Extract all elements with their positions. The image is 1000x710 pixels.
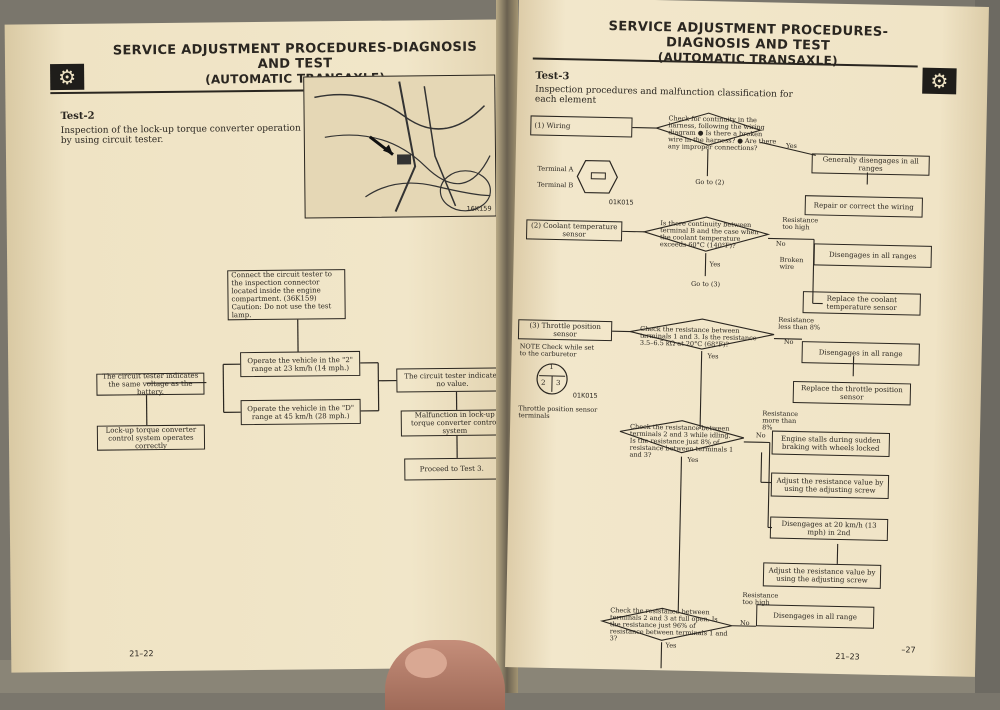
sensor-digit-3: 3 (556, 380, 561, 387)
throttle-no-2: No (756, 432, 766, 439)
wiring-goto: Go to (2) (695, 179, 724, 187)
coolant-yes: Yes (709, 261, 720, 268)
throttle-adjust2: Adjust the resistance value by using the… (763, 562, 881, 588)
throttle-yes: Yes (708, 353, 719, 360)
wiring-fig: 01K015 (609, 199, 634, 207)
throttle-more: Resistance more than 8% (762, 410, 804, 432)
throttle-no-3: No (740, 620, 750, 627)
coolant-label: (2) Coolant temperature sensor (526, 219, 622, 241)
wiring-yes: Yes (786, 143, 797, 150)
left-page-number: 21–22 (129, 649, 153, 658)
terminal-b-label: Terminal B (537, 182, 573, 190)
flow-operate-d: Operate the vehicle in the "D" range at … (241, 399, 361, 425)
throttle-label: (3) Throttle position sensor (518, 319, 612, 341)
flow-same-voltage: The circuit tester indicates the same vo… (96, 373, 204, 396)
throttle-less: Resistance less than 8% (778, 317, 820, 332)
throttle-check3: Check the resistance between terminals 2… (610, 607, 729, 644)
right-page: SERVICE ADJUSTMENT PROCEDURES-DIAGNOSIS … (505, 0, 989, 677)
sensor-digit-2: 2 (541, 380, 546, 387)
coolant-disengages: Disengages in all ranges (814, 243, 932, 267)
throttle-no: No (784, 339, 794, 346)
throttle-stalls: Engine stalls during sudden braking with… (772, 431, 890, 457)
wiring-check: Check for continuity in the harness, fol… (668, 115, 779, 152)
throttle-adjust1: Adjust the resistance value by using the… (771, 473, 889, 499)
flow-proceed: Proceed to Test 3. (404, 457, 499, 480)
throttle-replace: Replace the throttle position sensor (793, 381, 911, 405)
coolant-resistance-high: Resistance too high (782, 217, 822, 232)
throttle-disengage20: Disengages at 20 km/h (13 mph) in 2nd (770, 517, 888, 541)
coolant-check: Is there continuity between terminal B a… (660, 220, 765, 250)
terminal-a-label: Terminal A (537, 166, 573, 174)
flow-connect-tester: Connect the circuit tester to the inspec… (227, 269, 346, 320)
next-page-number: –27 (901, 645, 915, 654)
throttle-yes-3: Yes (665, 642, 676, 649)
right-page-number: 21–23 (835, 652, 860, 662)
flow-operate-2: Operate the vehicle in the "2" range at … (240, 351, 360, 377)
throttle-caption: Throttle position sensor terminals (518, 405, 608, 421)
left-flow-lines (5, 19, 512, 672)
coolant-no: No (776, 241, 786, 248)
throttle-check1: Check the resistance between terminals 1… (640, 326, 764, 350)
flow-malfunction: Malfunction in lock-up torque converter … (401, 409, 509, 436)
throttle-fig: 01K015 (573, 392, 598, 400)
wiring-repair: Repair or correct the wiring (805, 195, 923, 217)
wiring-disengages: Generally disengages in all ranges (811, 153, 929, 175)
left-page: ⚙ SERVICE ADJUSTMENT PROCEDURES-DIAGNOSI… (5, 19, 512, 672)
throttle-note: NOTE Check while set to the carburetor (520, 343, 596, 359)
connector-icon (575, 158, 620, 195)
thumbnail (405, 648, 447, 678)
sensor-digit-1: 1 (549, 364, 554, 371)
throttle-check2: Check the resistance between terminals 2… (629, 424, 738, 461)
throttle-yes-2: Yes (687, 457, 698, 464)
coolant-goto: Go to (3) (691, 281, 720, 289)
coolant-replace: Replace the coolant temperature sensor (803, 291, 921, 315)
throttle-disengages: Disengages in all range (801, 341, 919, 365)
flow-no-value: The circuit tester indicates no value. (396, 367, 508, 392)
wiring-label: (1) Wiring (530, 115, 632, 137)
coolant-broken: Broken wire (779, 257, 811, 272)
throttle-disengage-all: Disengages in all range (756, 604, 874, 628)
flow-system-ok: Lock-up torque converter control system … (97, 425, 205, 451)
